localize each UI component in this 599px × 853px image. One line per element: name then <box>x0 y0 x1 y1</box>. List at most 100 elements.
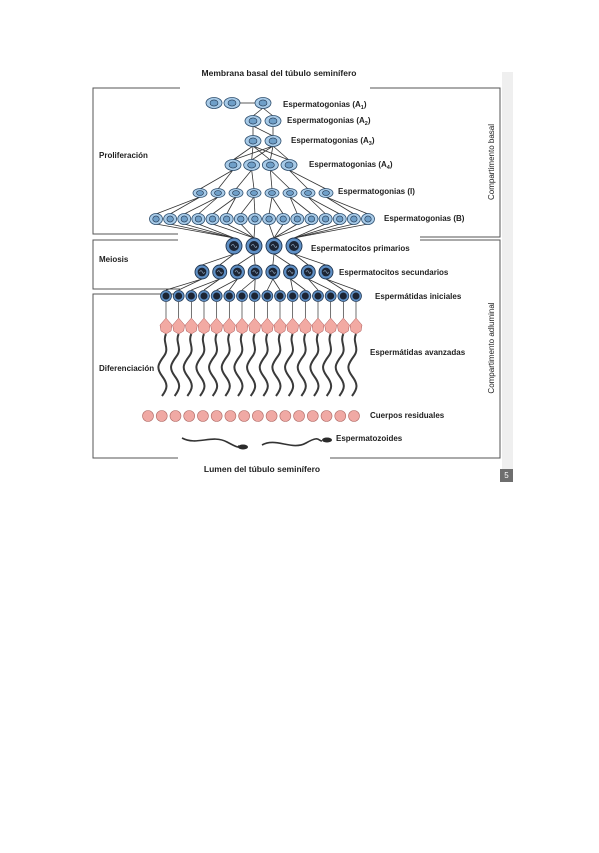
spermatogonium <box>277 214 290 225</box>
late-spermatid <box>222 302 236 396</box>
residual-body <box>307 411 318 422</box>
phase-brackets <box>93 88 180 458</box>
label-intermediate: Espermatogonias (I) <box>338 187 415 196</box>
bottom-label: Lumen del túbulo seminífero <box>204 464 320 474</box>
spermatocyte <box>301 265 315 279</box>
early-spermatid <box>173 291 184 302</box>
spermatogonium <box>283 189 297 198</box>
late-spermatid <box>196 302 210 396</box>
residual-body <box>266 411 277 422</box>
spermatocyte <box>248 265 262 279</box>
spermatogonium <box>164 214 177 225</box>
late-spermatid <box>158 302 172 396</box>
residual-body <box>321 411 332 422</box>
early-spermatid <box>224 291 235 302</box>
late-spermatid <box>260 302 274 396</box>
spermatogonium <box>319 189 333 198</box>
label-a3: Espermatogonias (A3) <box>291 136 375 147</box>
label-residual-bodies: Cuerpos residuales <box>370 411 445 420</box>
spermatogonium <box>245 116 261 127</box>
residual-body <box>239 411 250 422</box>
spermatogonium <box>229 189 243 198</box>
early-spermatid <box>249 291 260 302</box>
spermatogonium <box>281 160 297 171</box>
spermatozoon <box>262 438 332 446</box>
spermatogonium <box>291 214 304 225</box>
late-spermatid <box>171 302 185 396</box>
lineage-lines <box>156 103 368 290</box>
residual-body <box>280 411 291 422</box>
late-spermatid <box>209 302 223 396</box>
spermatocyte <box>246 238 262 254</box>
spermatogonium <box>211 189 225 198</box>
label-a2: Espermatogonias (A2) <box>287 116 371 127</box>
phase-meiosis: Meiosis <box>99 255 129 264</box>
spermatogonium <box>220 214 233 225</box>
residual-body <box>143 411 154 422</box>
residual-body <box>335 411 346 422</box>
residual-body <box>170 411 181 422</box>
label-spermatozoa: Espermatozoides <box>336 434 403 443</box>
residual-body <box>211 411 222 422</box>
early-spermatid <box>275 291 286 302</box>
spermatogonium <box>225 160 241 171</box>
spermatocyte <box>226 238 242 254</box>
residual-body <box>225 411 236 422</box>
spermatocyte <box>286 238 302 254</box>
spermatocyte <box>266 238 282 254</box>
early-spermatid <box>313 291 324 302</box>
phase-differentiation: Diferenciación <box>99 364 154 373</box>
spermatogonium <box>262 160 278 171</box>
spermatogonium <box>192 214 205 225</box>
spermatogonium <box>248 214 261 225</box>
late-spermatid <box>348 302 362 396</box>
page-number-badge: 5 <box>500 469 513 482</box>
late-spermatid <box>310 302 324 396</box>
early-spermatid <box>300 291 311 302</box>
spermatogonium <box>224 98 240 109</box>
early-spermatid <box>237 291 248 302</box>
compartment-basal: Compartimento basal <box>487 124 496 200</box>
spermatogonium <box>247 189 261 198</box>
spermatogonium <box>193 189 207 198</box>
early-spermatid <box>325 291 336 302</box>
top-label: Membrana basal del túbulo seminífero <box>202 68 357 78</box>
spermatozoon <box>182 438 248 450</box>
late-spermatid <box>323 302 337 396</box>
spermatogonium <box>347 214 360 225</box>
late-spermatid <box>285 302 299 396</box>
spermatogonium <box>150 214 163 225</box>
label-primary-spermatocytes: Espermatocitos primarios <box>311 244 410 253</box>
late-spermatid <box>298 302 312 396</box>
early-spermatid <box>338 291 349 302</box>
late-spermatid <box>184 302 198 396</box>
spermatocyte <box>319 265 333 279</box>
spermatocyte <box>213 265 227 279</box>
label-a1: Espermatogonias (A1) <box>283 100 367 111</box>
residual-body <box>184 411 195 422</box>
early-spermatid <box>211 291 222 302</box>
label-early-spermatids: Espermátidas iniciales <box>375 292 462 301</box>
label-b: Espermatogonias (B) <box>384 214 465 223</box>
early-spermatid <box>351 291 362 302</box>
early-spermatid <box>262 291 273 302</box>
spermatogonium <box>319 214 332 225</box>
spermatogonium <box>245 136 261 147</box>
spermatocyte <box>266 265 280 279</box>
early-spermatid <box>199 291 210 302</box>
spermatogonium <box>265 189 279 198</box>
spermatocyte <box>230 265 244 279</box>
spermatogonium <box>333 214 346 225</box>
spermatogonium <box>265 136 281 147</box>
spermatogonium <box>305 214 318 225</box>
early-spermatid <box>186 291 197 302</box>
spermatogonium <box>244 160 260 171</box>
late-spermatid <box>247 302 261 396</box>
label-secondary-spermatocytes: Espermatocitos secundarios <box>339 268 449 277</box>
residual-body <box>349 411 360 422</box>
spermatogonium <box>206 214 219 225</box>
late-spermatid <box>336 302 350 396</box>
spermatogonium <box>265 116 281 127</box>
compartment-adluminal: Compartimento adluminal <box>487 302 496 393</box>
spermatogonium <box>362 214 375 225</box>
